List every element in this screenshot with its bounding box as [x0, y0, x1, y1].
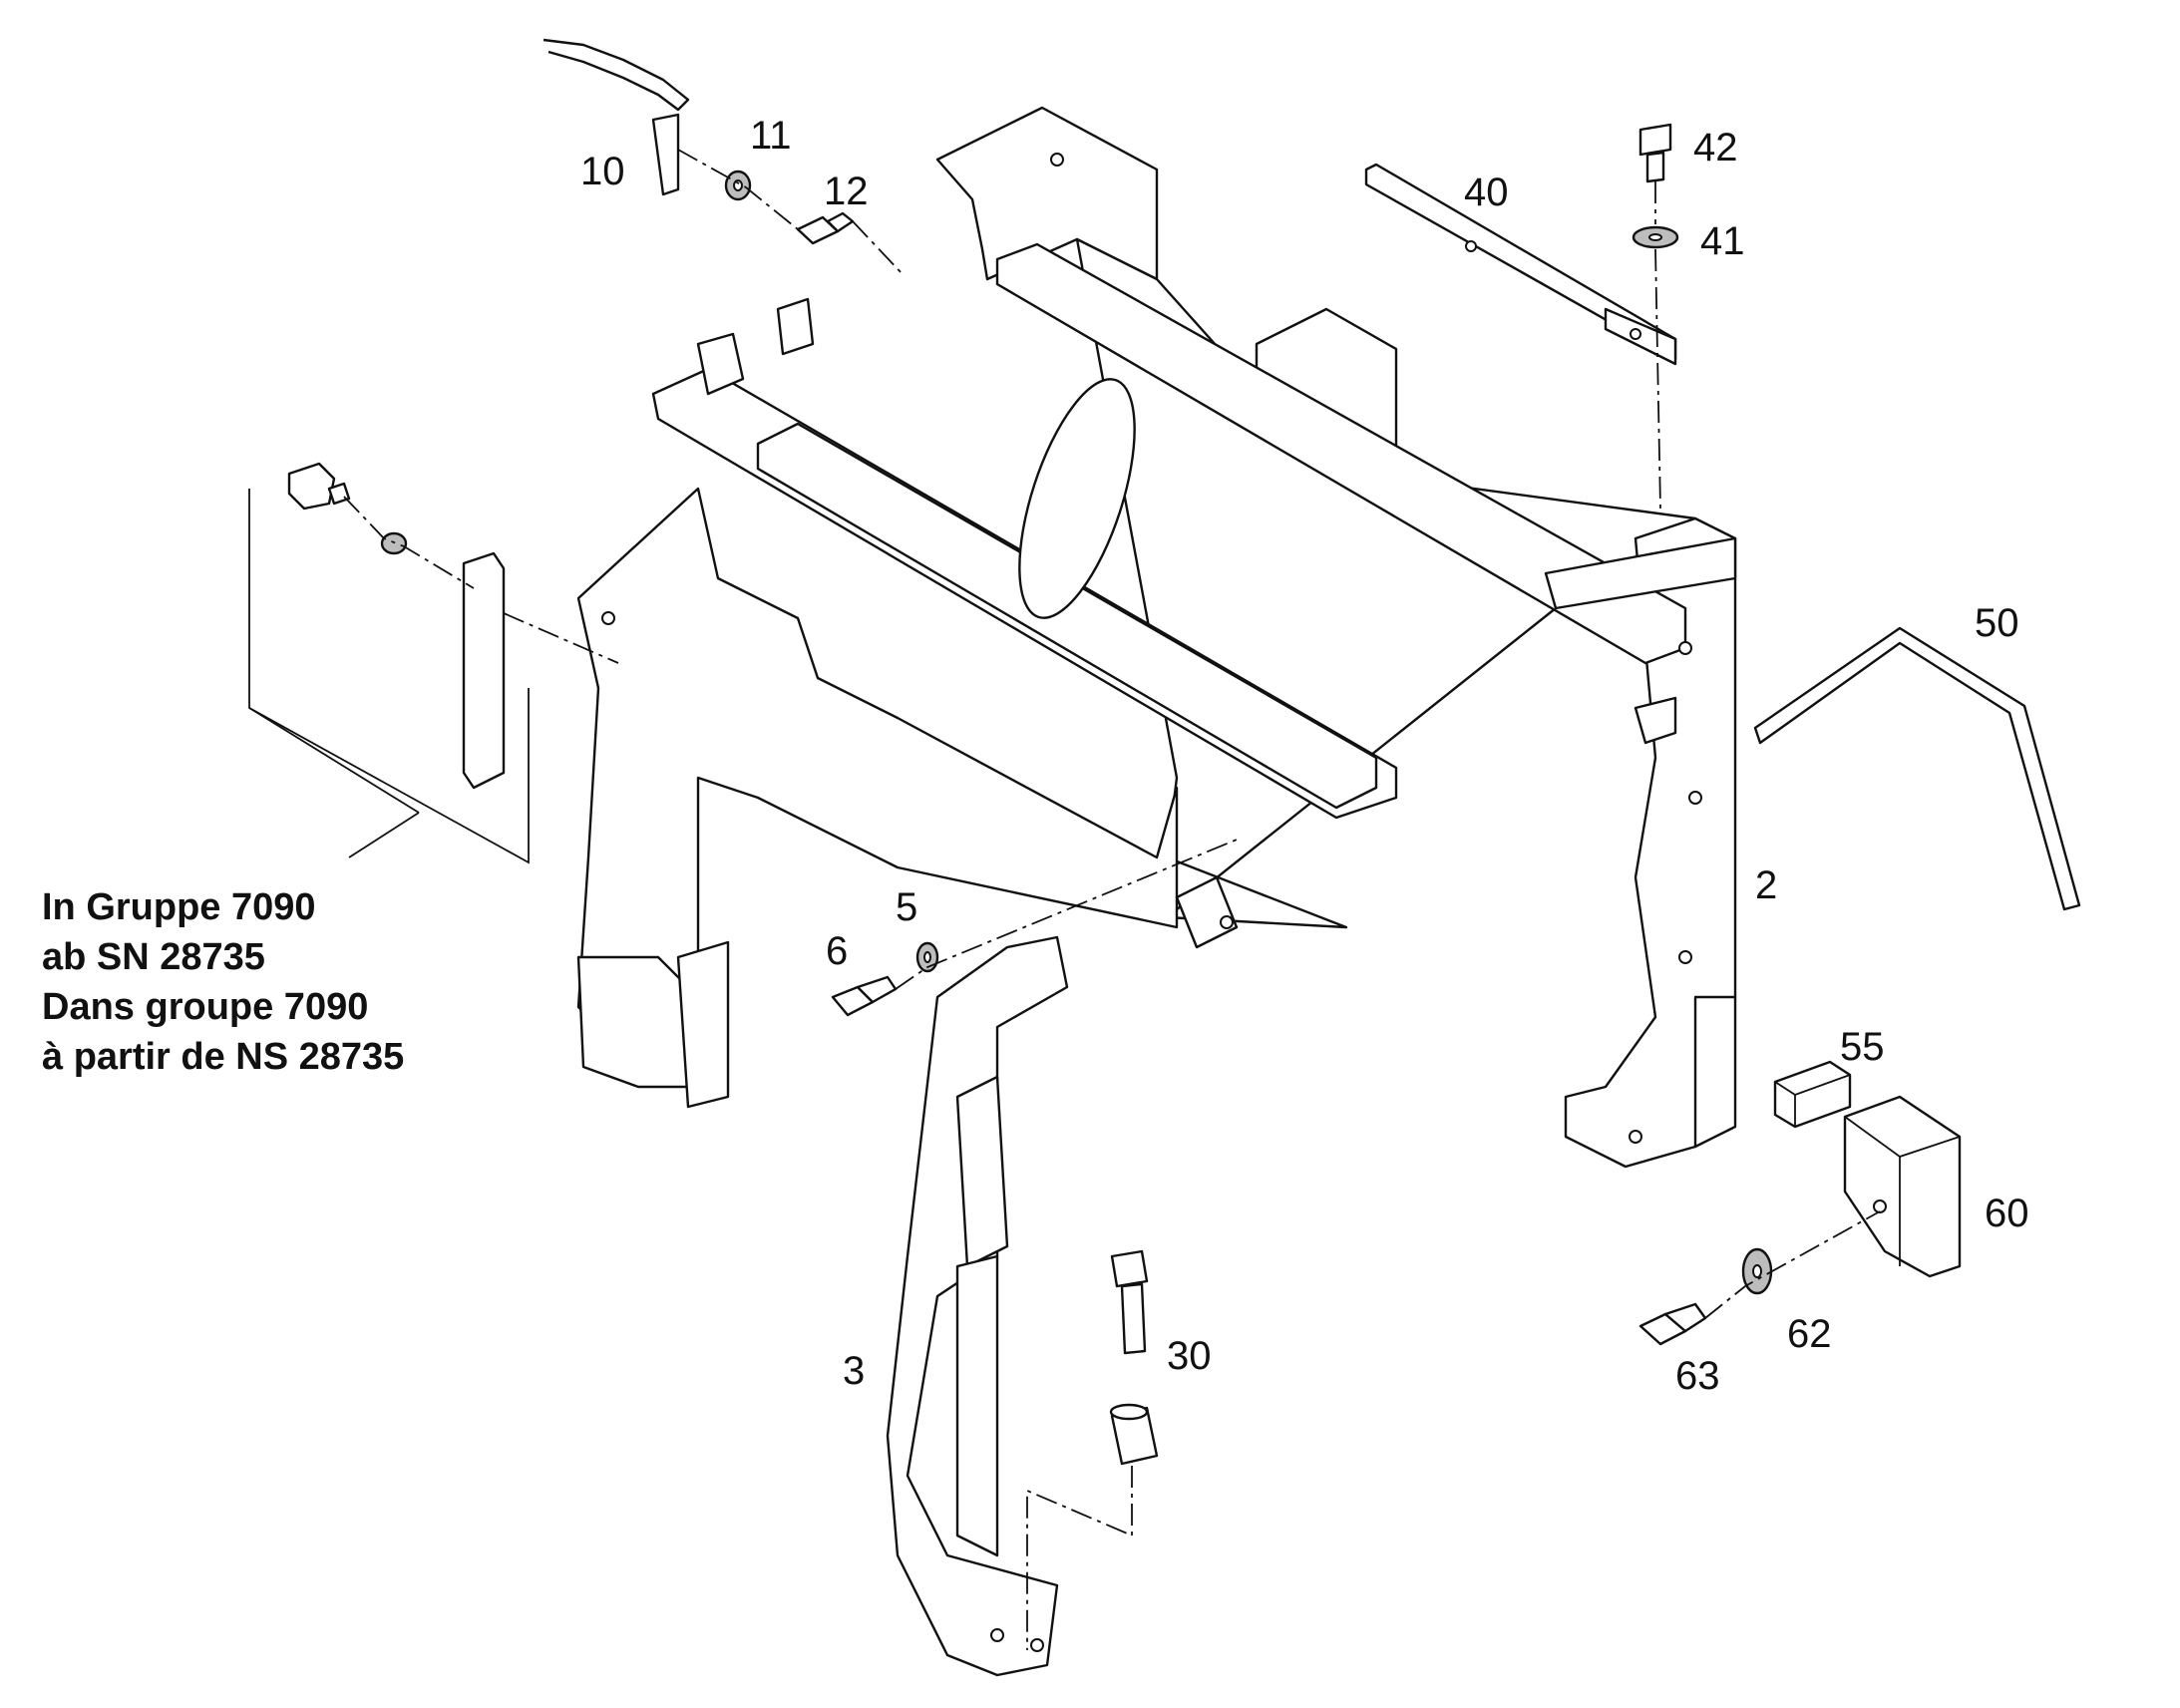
washer-part-11 — [724, 170, 752, 201]
callout-10: 10 — [580, 150, 625, 193]
callout-11: 11 — [750, 114, 792, 158]
callout-2: 2 — [1755, 863, 1778, 907]
washer-part-62 — [1741, 1247, 1773, 1295]
callout-55: 55 — [1840, 1025, 1885, 1069]
bolt-part-6 — [831, 975, 898, 1017]
small-block-part-55 — [1773, 1060, 1852, 1129]
callout-5: 5 — [896, 885, 918, 929]
spacer-part-30 — [1109, 1403, 1159, 1466]
callout-41: 41 — [1700, 219, 1745, 263]
callout-30: 30 — [1167, 1334, 1212, 1378]
lower-bracket-part-3 — [886, 935, 1069, 1677]
comb-rake-part-10 — [543, 38, 690, 196]
callout-50: 50 — [1975, 601, 2019, 645]
bolt-part-42 — [1638, 123, 1672, 183]
callout-63: 63 — [1675, 1354, 1720, 1398]
strip-part-40 — [1364, 163, 1677, 366]
callout-40: 40 — [1464, 171, 1509, 214]
callout-12: 12 — [824, 170, 869, 213]
callout-3: 3 — [843, 1349, 866, 1393]
note-line-4: à partir de NS 28735 — [42, 1036, 405, 1078]
washer-part-41 — [1632, 225, 1679, 249]
callout-62: 62 — [1787, 1312, 1832, 1356]
callout-42: 42 — [1693, 126, 1738, 170]
main-frame-part-2 — [576, 106, 1737, 1169]
counterweight-part-60 — [1843, 1095, 1962, 1278]
optional-handle-inset — [248, 462, 530, 864]
angled-bar-part-50 — [1753, 626, 2081, 911]
group-note: In Gruppe 7090 ab SN 28735 Dans groupe 7… — [42, 882, 404, 1082]
note-line-2: ab SN 28735 — [42, 936, 265, 978]
note-line-3: Dans groupe 7090 — [42, 986, 369, 1028]
note-line-1: In Gruppe 7090 — [42, 886, 316, 928]
bolt-part-63 — [1638, 1302, 1707, 1346]
bolt-part-12 — [796, 211, 855, 245]
callout-6: 6 — [826, 929, 849, 973]
bolt-part-30 — [1110, 1249, 1149, 1355]
callout-60: 60 — [1985, 1192, 2029, 1235]
assembly-leader-lines — [343, 149, 1881, 1650]
